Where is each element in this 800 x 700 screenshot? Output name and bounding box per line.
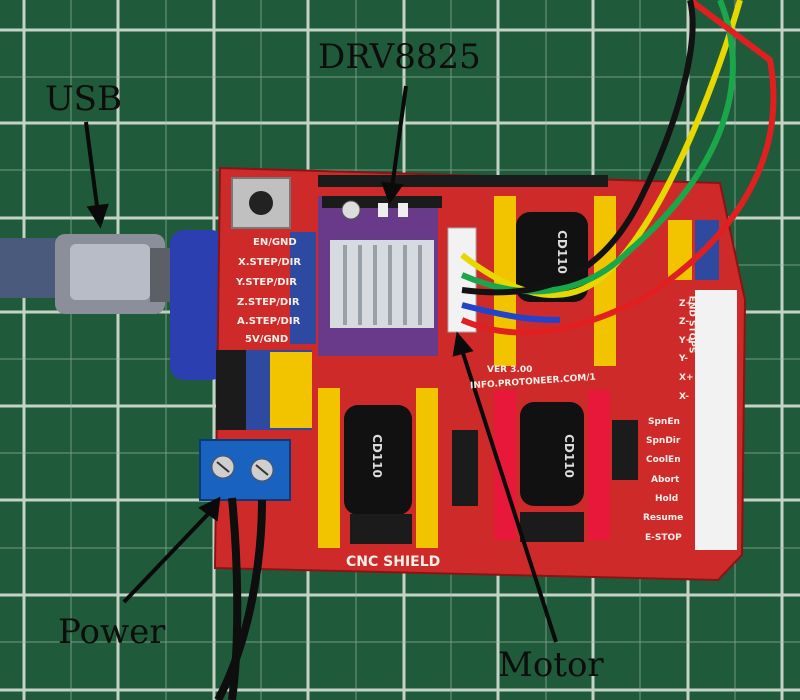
arrow-usb <box>84 121 100 215</box>
label-usb: USB <box>45 79 122 119</box>
end-stop-x-plus: X+ <box>679 373 694 383</box>
motor-wires <box>460 0 777 336</box>
end-stop-y-minus: Y- <box>679 354 688 364</box>
pcb-label-y-step: Y.STEP/DIR <box>236 277 297 288</box>
arrow-power <box>122 510 212 604</box>
usb-cable <box>0 230 225 380</box>
arrow-drv <box>390 85 408 189</box>
pcb-label-z-step: Z.STEP/DIR <box>237 297 300 308</box>
pcb-label-en-gnd: EN/GND <box>253 237 297 248</box>
power-terminal <box>199 439 291 501</box>
pcb-title: CNC SHIELD <box>346 554 441 570</box>
reset-button <box>231 177 291 229</box>
left-pin-headers <box>216 232 316 430</box>
fn-label-coolen: CoolEn <box>646 455 681 465</box>
arrow-motor <box>460 349 558 643</box>
fn-label-hold: Hold <box>655 494 679 504</box>
capacitor-top-label: CD110 <box>554 230 569 274</box>
fn-label-resume: Resume <box>643 513 684 523</box>
fn-label-spnen: SpnEn <box>648 417 680 427</box>
capacitor-left-label: CD110 <box>369 434 384 478</box>
label-drv8825: DRV8825 <box>318 37 481 77</box>
label-motor: Motor <box>498 645 604 685</box>
drv8825-driver <box>318 196 442 356</box>
pcb-label-x-step: X.STEP/DIR <box>238 257 302 268</box>
end-stop-y-plus: Y+ <box>679 336 694 346</box>
pcb-label-a-step: A.STEP/DIR <box>237 316 301 327</box>
pcb-version: VER 3.00 <box>487 365 533 375</box>
fn-label-abort: Abort <box>651 475 680 485</box>
pcb-label-5v-gnd: 5V/GND <box>245 334 289 345</box>
capacitor-right-label: CD110 <box>561 434 576 478</box>
right-headers <box>452 220 737 550</box>
label-power: Power <box>58 612 166 652</box>
annotation-arrows <box>84 85 558 643</box>
top-pin-row <box>318 175 608 187</box>
end-stop-z-minus: Z- <box>679 317 690 327</box>
fn-label-estop: E-STOP <box>645 533 682 543</box>
end-stop-z-plus: Z+ <box>679 299 694 309</box>
fn-label-spndir: SpnDir <box>646 436 681 446</box>
end-stop-x-minus: X- <box>679 392 689 402</box>
power-wires <box>214 497 266 700</box>
